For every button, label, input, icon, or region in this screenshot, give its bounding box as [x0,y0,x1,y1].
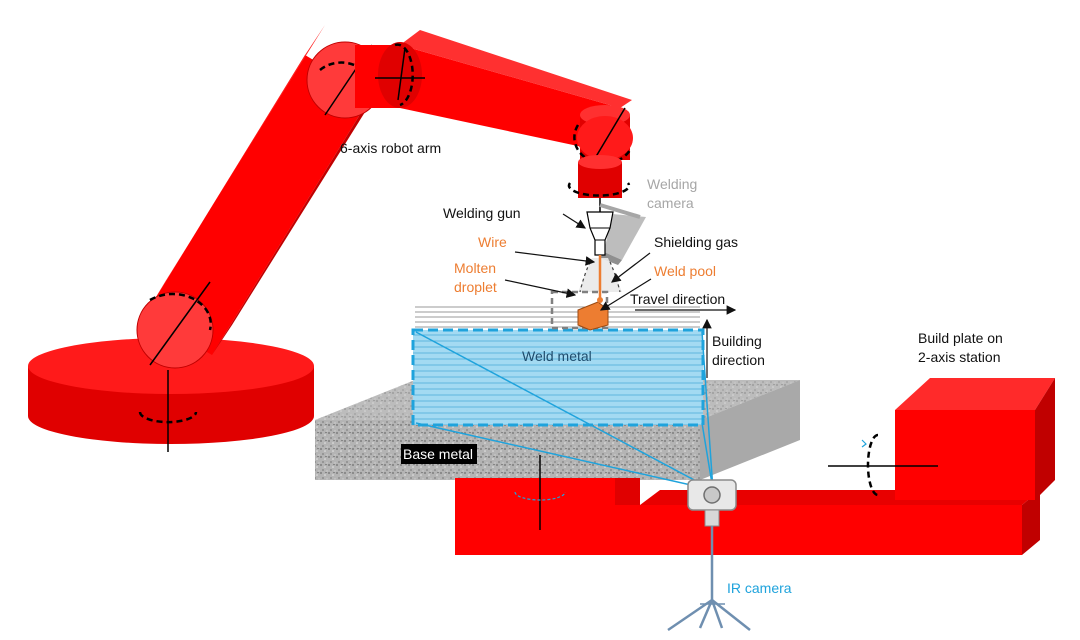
label-weld-metal: Weld metal [522,348,592,364]
label-build-plate-line2: 2-axis station [918,349,1000,365]
label-building-direction-line2: direction [712,352,765,368]
label-travel-direction: Travel direction [630,291,725,307]
robot-upper-arm [355,30,632,155]
label-molten-droplet-line1: Molten [454,260,496,276]
label-wire: Wire [478,234,507,250]
label-robot-arm: 6-axis robot arm [340,140,441,156]
label-welding-camera-line1: Welding [647,176,697,192]
welding-gun-pointer [562,213,587,229]
robot-joint-wrist [573,105,633,171]
ir-camera-field-of-view [415,331,714,491]
tripod [667,526,751,632]
shielding-gas-pointer [611,252,651,283]
label-shielding-gas: Shielding gas [654,234,738,250]
wire-pointer [514,251,596,266]
weld-pool-pointer [599,278,652,311]
weld-metal-block [411,306,705,427]
label-building-direction-line1: Building [712,333,762,349]
annotation-arrows [504,213,737,378]
label-ir-camera: IR camera [727,580,792,596]
molten-droplet-pointer [504,279,577,298]
robot-joint-shoulder [136,281,214,369]
welding-gun [586,211,614,256]
label-welding-camera-line2: camera [647,195,694,211]
robot-base [28,338,314,452]
label-base-metal: Base metal [403,446,473,462]
ir-camera [687,479,737,527]
two-axis-station [455,378,1055,555]
base-metal-label-bg [401,444,477,464]
label-weld-pool: Weld pool [654,263,716,279]
label-molten-droplet-line2: droplet [454,279,497,295]
label-welding-gun: Welding gun [443,205,521,221]
label-build-plate-line1: Build plate on [918,330,1003,346]
robot-flange [567,155,631,212]
weld-pool [550,290,609,331]
robot-lower-arm [145,25,390,355]
